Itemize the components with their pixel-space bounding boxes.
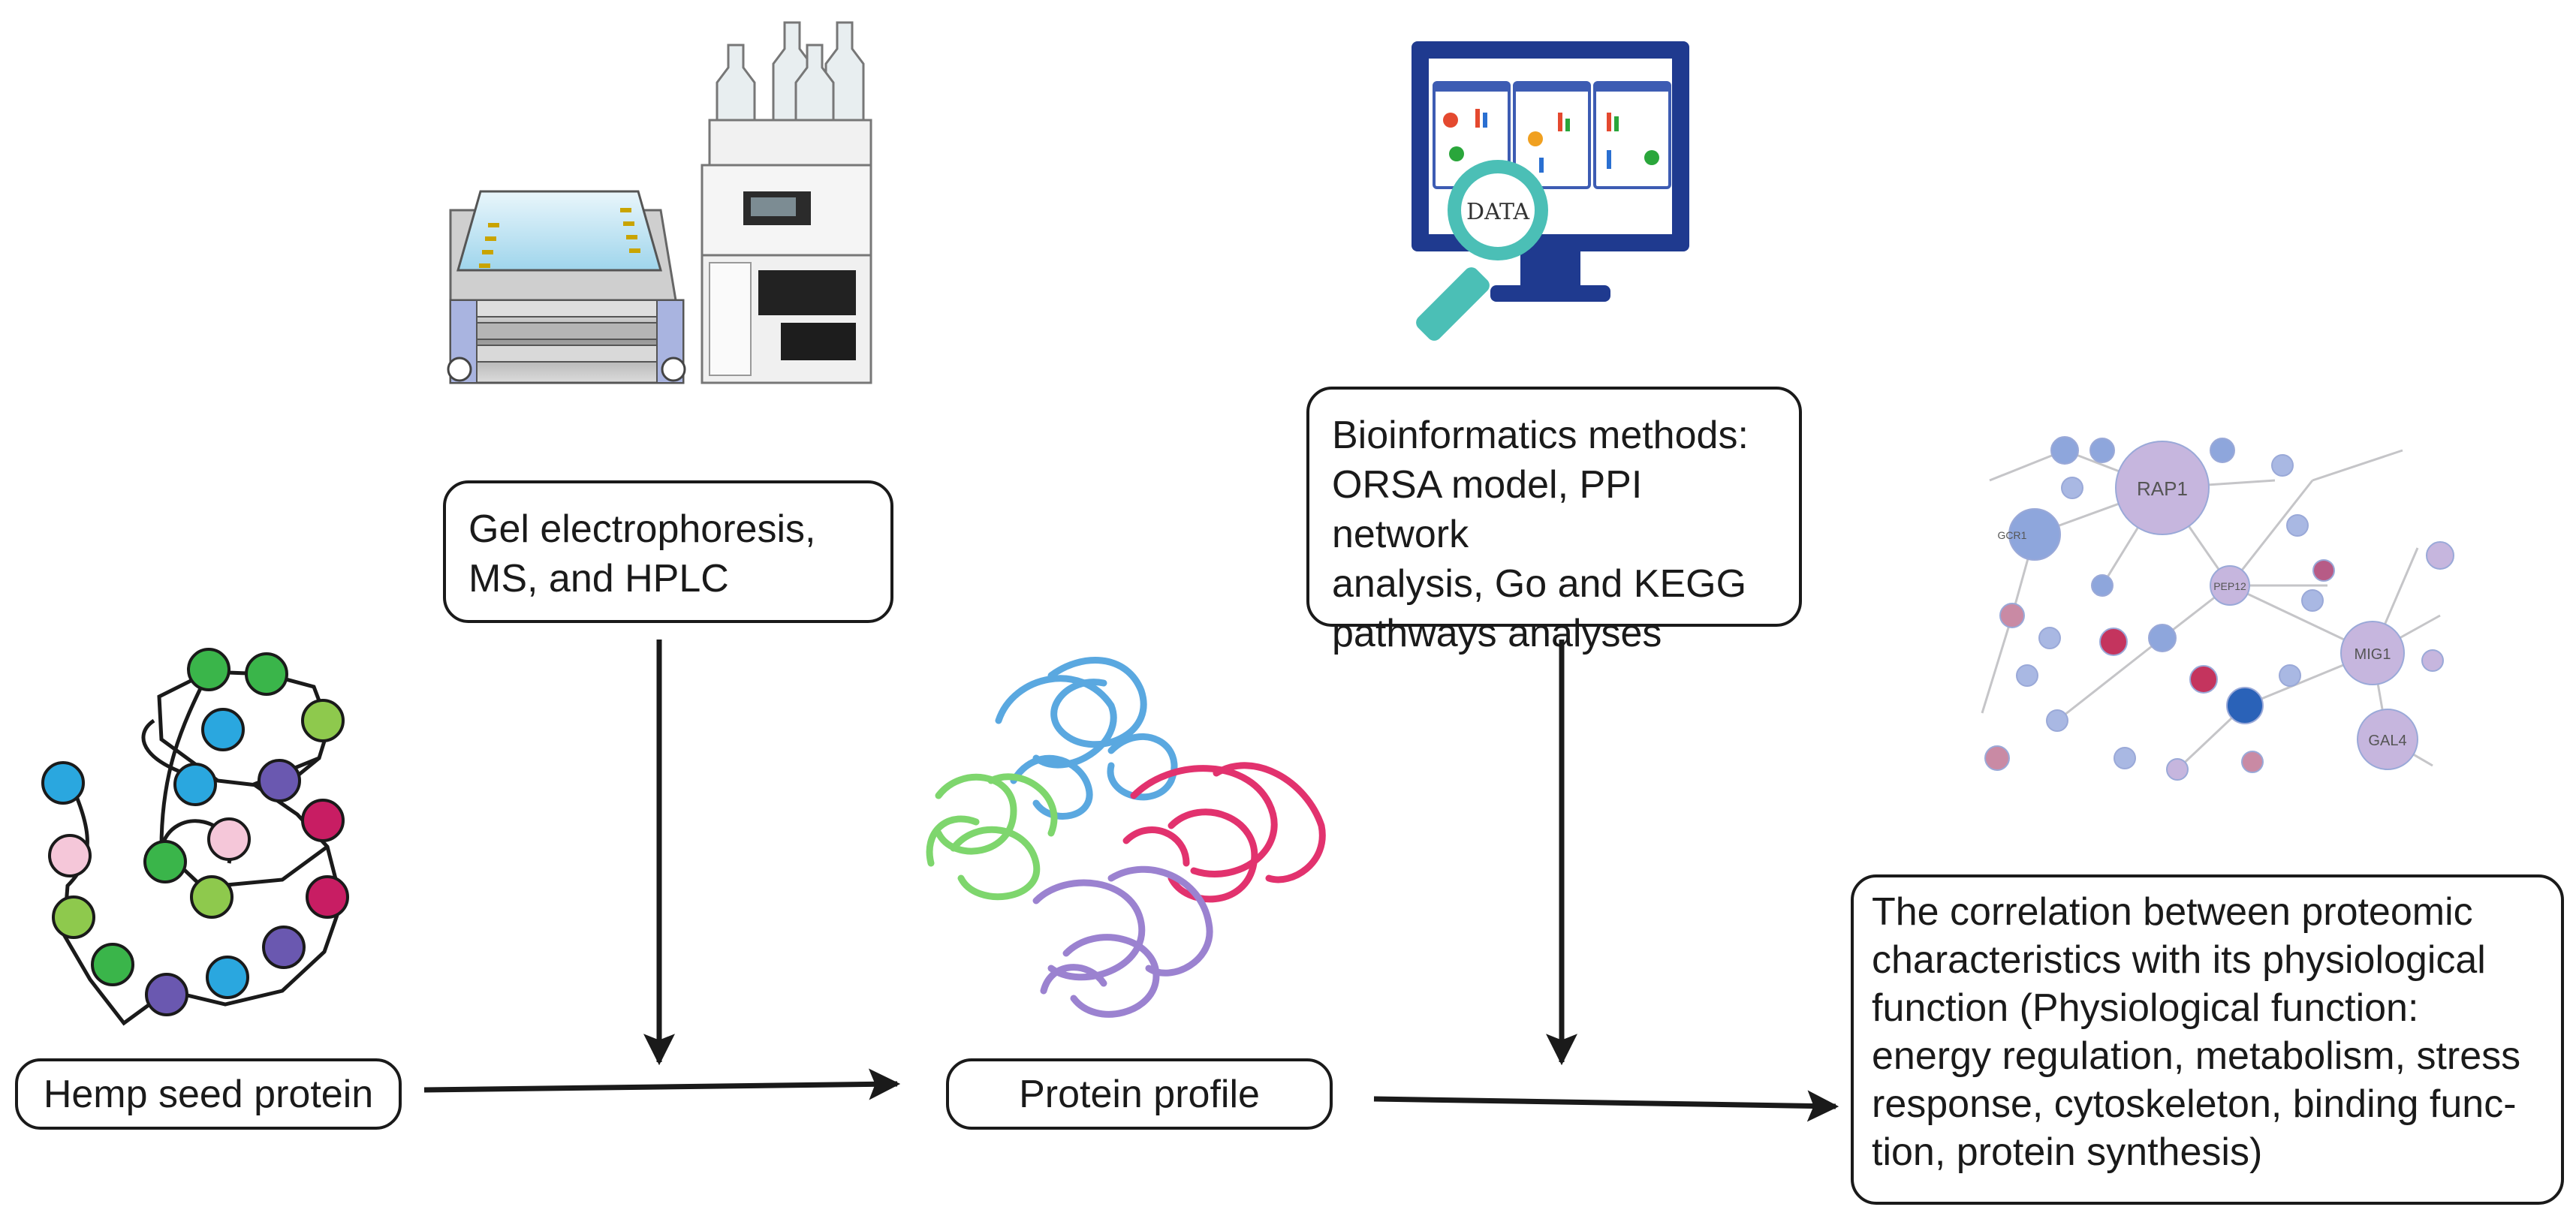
arrow-profile-to-correlation <box>1373 1090 1839 1122</box>
correlation-line-6: tion, protein synthesis) <box>1872 1130 2263 1174</box>
hplc-instrument-illustration <box>700 21 872 384</box>
bioinfo-line-2: ORSA model, PPI network <box>1332 463 1643 556</box>
network-label-pep12: PEP12 <box>2213 580 2246 592</box>
arrow-hemp-to-profile <box>423 1068 901 1100</box>
gel-electrophoresis-box: Gel electrophoresis, MS, and HPLC <box>443 480 893 623</box>
bioinfo-line-4: pathways analyses <box>1332 612 1662 655</box>
protein-structure-illustration <box>926 657 1326 1018</box>
hemp-seed-protein-label: Hemp seed protein <box>43 1072 374 1116</box>
bioinfo-line-1: Bioinformatics methods: <box>1332 414 1749 457</box>
protein-profile-label: Protein profile <box>1019 1072 1260 1116</box>
correlation-box: The correlation between proteomic charac… <box>1851 874 2564 1205</box>
correlation-line-3: function (Physiological function: <box>1872 986 2419 1030</box>
methods-line-1: Gel electrophoresis, <box>469 507 816 551</box>
network-label-rap1: RAP1 <box>2137 477 2188 500</box>
correlation-line-2: characteristics with its physiological <box>1872 938 2486 982</box>
bioinfo-line-3: analysis, Go and KEGG <box>1332 562 1747 606</box>
methods-line-2: MS, and HPLC <box>469 557 729 600</box>
protein-profile-box: Protein profile <box>946 1058 1333 1130</box>
correlation-line-5: response, cytoskeleton, binding func- <box>1872 1082 2517 1126</box>
bioinformatics-box: Bioinformatics methods: ORSA model, PPI … <box>1306 387 1802 655</box>
protein-beads <box>41 648 349 1016</box>
gel-electrophoresis-illustration <box>447 190 686 384</box>
ppi-network-illustration: RAP1 GCR1 PEP12 MIG1 GAL4 <box>1975 409 2454 781</box>
magnifier-label: DATA <box>1466 199 1529 225</box>
network-label-gal4: GAL4 <box>2368 733 2406 749</box>
correlation-line-4: energy regulation, metabolism, stress <box>1872 1034 2521 1078</box>
network-label-gcr1: GCR1 <box>1998 529 2027 541</box>
arrows <box>423 640 1839 1122</box>
correlation-line-1: The correlation between proteomic <box>1872 890 2473 934</box>
network-label-mig1: MIG1 <box>2355 646 2391 663</box>
hemp-seed-protein-box: Hemp seed protein <box>15 1058 402 1130</box>
monitor-illustration: DATA <box>1412 41 1689 341</box>
